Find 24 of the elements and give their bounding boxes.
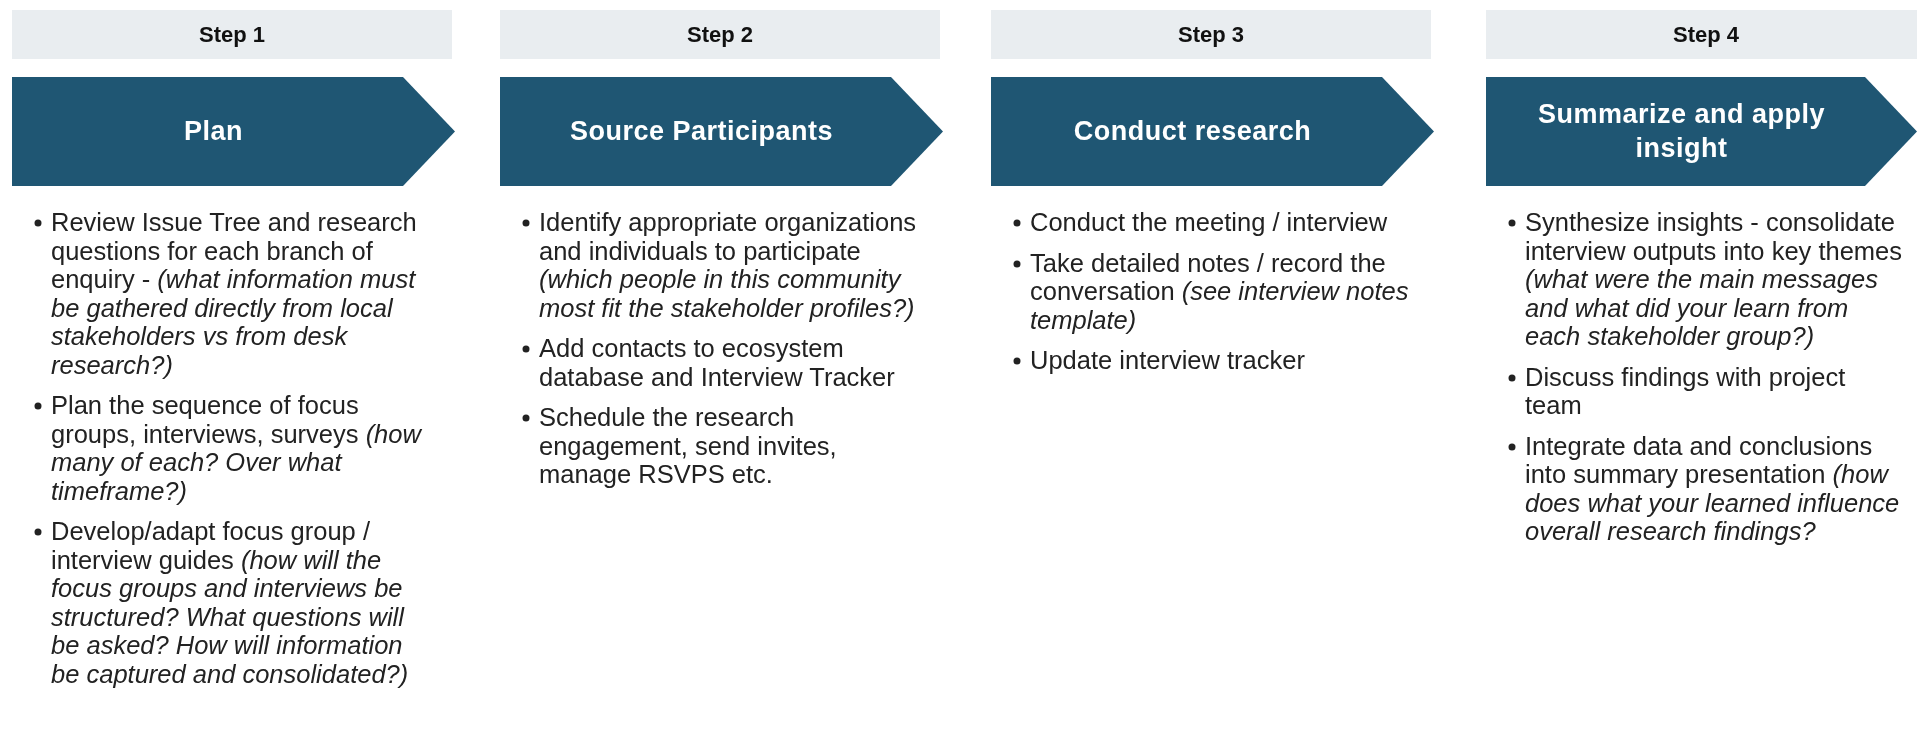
bullet-point: Develop/adapt focus group / interview guides (how will the focus groups and interviews be structured? What questions will be asked? How will information be captured and consolidated?): [51, 517, 410, 688]
bullet-point: Plan the sequence of focus groups, interviews, surveys (how many of each? Over what timeframe?): [51, 391, 423, 505]
step-label: Step 3: [1178, 21, 1244, 48]
step-label: Step 1: [199, 21, 265, 48]
step-label: Step 2: [687, 21, 753, 48]
step-title: Conduct research: [1072, 114, 1313, 148]
bullet-point: Conduct the meeting / interview: [1030, 208, 1389, 237]
step-title: Plan: [183, 114, 244, 148]
bullet-point: Update interview tracker: [1030, 346, 1306, 375]
bullet-point: Synthesize insights - consolidate interview outputs into key themes (what were the main messages and what did your learn from each stakeholder group?): [1525, 208, 1904, 351]
bullet-point: Review Issue Tree and research questions for each branch of enquiry - (what information must be gathered directly from local stakeholders vs from desk research?): [51, 208, 418, 379]
bullet-point: Integrate data and conclusions into summary presentation (how does what your learned influence overall research findings?: [1525, 431, 1901, 546]
step-title: Source Participants: [568, 114, 835, 148]
chevron-shape: [991, 77, 1434, 186]
chevron-shape: [500, 77, 943, 186]
bullet-point: Identify appropriate organizations and individuals to participate (which people in this community most fit the stakeholder profiles?): [539, 208, 918, 322]
bullet-point: Discuss findings with project team: [1525, 362, 1847, 420]
step-title: Summarize and apply insight: [1536, 97, 1827, 165]
chevron-shape: [1486, 77, 1917, 186]
bullet-point: Add contacts to ecosystem database and Interview Tracker: [539, 334, 896, 391]
bullet-point: Schedule the research engagement, send invites, manage RSVPS etc.: [539, 403, 838, 489]
chevron-shape: [12, 77, 455, 186]
bullet-point: Take detailed notes / record the conversation (see interview notes template): [1030, 248, 1410, 334]
step-label: Step 4: [1673, 21, 1739, 48]
